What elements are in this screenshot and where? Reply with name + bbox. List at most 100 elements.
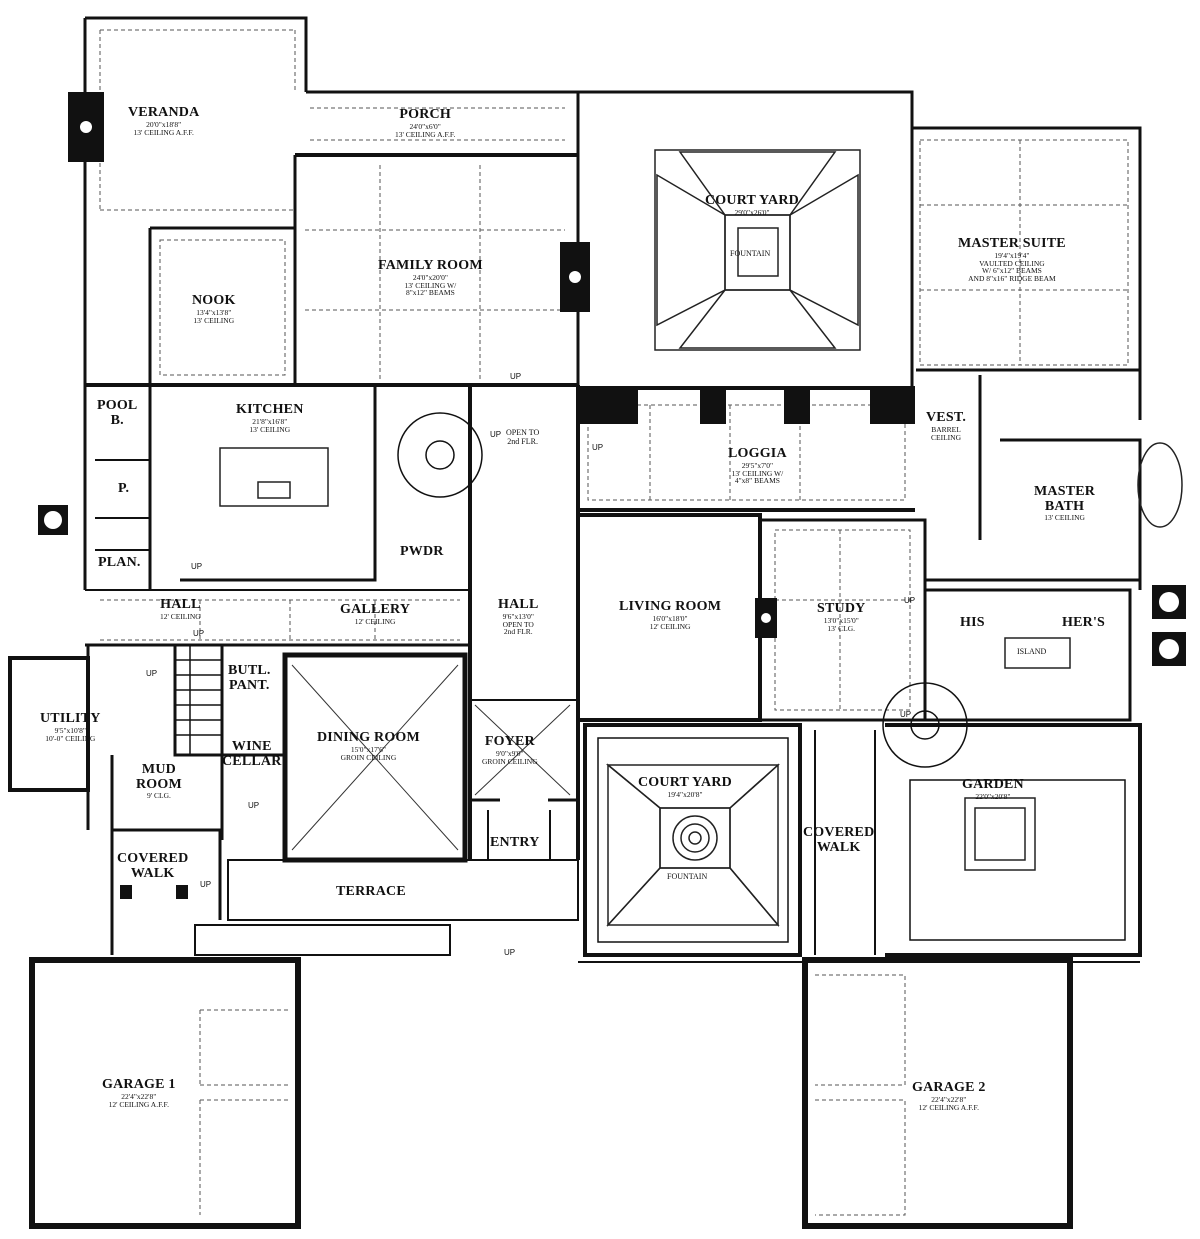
garage-2-name: GARAGE 2: [912, 1080, 986, 1095]
terrace-name: TERRACE: [336, 884, 406, 899]
porch-label: PORCH 24'0"x6'0" 13' CEILING A.F.F.: [395, 107, 456, 139]
veranda-name: VERANDA: [128, 105, 200, 120]
nook-dims: 13'4"x13'8": [196, 307, 232, 317]
dining-room-dims: 15'0"x17'6": [350, 744, 386, 754]
wine-cellar-label: WINE CELLAR: [222, 739, 282, 769]
loggia-name: LOGGIA: [728, 446, 787, 461]
open-to-line2: 2nd FLR.: [507, 436, 538, 446]
covered-walk-right-name: COVERED: [803, 825, 875, 840]
loggia-dims: 29'5"x7'0": [741, 460, 774, 470]
veranda-wall: [85, 16, 308, 92]
study-ceiling: 13' CLG.: [827, 623, 856, 633]
master-suite-ceiling3: AND 8"x16" RIDGE BEAM: [968, 274, 1056, 284]
garage-2-ceiling: 12' CEILING A.F.F.: [918, 1102, 979, 1112]
covered-walk-right-name2: WALK: [816, 839, 861, 855]
veranda-label: VERANDA 20'0"x18'8" 13' CEILING A.F.F.: [128, 105, 200, 137]
his-label: HIS: [960, 615, 985, 631]
garden-label: GARDEN 22'0"x20'8": [962, 777, 1024, 801]
master-bath-name2: BATH: [1044, 498, 1085, 514]
hers-label: HER'S: [1062, 615, 1105, 631]
courtyard-top-fountain: FOUNTAIN: [730, 249, 771, 258]
vest-ceiling: BARREL: [931, 424, 961, 434]
hall-center-line2: 2nd FLR.: [503, 627, 533, 637]
mud-room-name2: ROOM: [136, 776, 182, 792]
up-marker: UP: [592, 443, 604, 452]
up-marker: UP: [504, 948, 516, 957]
dining-room-ceiling: GROIN CEILING: [340, 752, 397, 762]
master-suite-ceiling2: W/ 6"x12" BEAMS: [981, 266, 1042, 276]
terrace-label: TERRACE: [336, 884, 406, 900]
pantry-label: P.: [118, 481, 130, 497]
utility-label: UTILITY 9'5"x10'8" 10'-0" CEILING: [40, 711, 101, 742]
plan-name: PLAN.: [98, 555, 141, 570]
mud-room-name: MUD: [141, 762, 176, 777]
porch-dims: 24'0"x6'0": [409, 121, 441, 131]
pantry-name: P.: [118, 481, 130, 496]
up-marker: UP: [904, 596, 916, 605]
family-room-label: FAMILY ROOM 24'0"x20'0" 13' CEILING W/ 8…: [378, 258, 483, 297]
courtyard-bottom-fountain: FOUNTAIN: [667, 872, 708, 881]
garage-1-name: GARAGE 1: [102, 1077, 176, 1092]
covered-walk-left-label: COVERED WALK: [117, 851, 189, 881]
master-suite-label: MASTER SUITE 19'4"x19'4" VAULTED CEILING…: [958, 236, 1066, 284]
hall-left-ceiling: 12' CEILING: [160, 611, 201, 621]
courtyard-top-label: COURT YARD 29'0"x26'0": [705, 193, 799, 217]
utility-name: UTILITY: [40, 711, 101, 726]
covered-walk-left-name2: WALK: [130, 865, 175, 881]
butl-pant-name2: PANT.: [229, 677, 270, 693]
garden-dims: 22'0"x20'8": [975, 791, 1011, 801]
living-room-dims: 16'0"x18'0": [652, 613, 688, 623]
garage-2-dims: 22'4"x22'8": [931, 1094, 967, 1104]
courtyard-bottom-label: COURT YARD 19'4"x20'8": [638, 775, 732, 799]
hall-center-name: HALL: [498, 597, 539, 612]
courtyard-top-dims: 29'0"x26'0": [734, 207, 770, 217]
pwdr-name: PWDR: [400, 544, 444, 559]
kitchen-name: KITCHEN: [236, 402, 304, 417]
courtyard-bottom-dims: 19'4"x20'8": [667, 789, 703, 799]
hall-left-name: HALL: [160, 597, 201, 612]
up-marker: UP: [191, 562, 203, 571]
kitchen-dims: 21'8"x16'8": [252, 416, 288, 426]
up-marker: UP: [146, 669, 158, 678]
up-marker: UP: [248, 801, 260, 810]
loggia-ceiling: 13' CEILING W/: [731, 468, 784, 478]
nook-ceiling: 13' CEILING: [193, 315, 235, 325]
up-marker: UP: [490, 430, 502, 439]
garage-1-ceiling: 12' CEILING A.F.F.: [108, 1099, 169, 1109]
pool-bath-label: POOL B.: [97, 398, 137, 428]
plan-label: PLAN.: [98, 555, 141, 571]
kitchen-ceiling: 13' CEILING: [249, 424, 291, 434]
wine-cellar-name2: CELLAR: [222, 753, 282, 769]
family-room-dims: 24'0"x20'0": [412, 272, 448, 282]
family-room-ceiling: 13' CEILING W/: [404, 280, 457, 290]
up-marker: UP: [200, 880, 212, 889]
veranda-ceiling: 13' CEILING A.F.F.: [133, 127, 194, 137]
gallery-label: GALLERY 12' CEILING: [340, 602, 410, 626]
utility-dims: 9'5"x10'8": [54, 725, 86, 735]
island-label: ISLAND: [1017, 647, 1047, 656]
entry-name: ENTRY: [490, 835, 540, 850]
study-dims: 13'0"x15'0": [823, 615, 859, 625]
foyer-name: FOYER: [484, 734, 535, 749]
kitchen-label: KITCHEN 21'8"x16'8" 13' CEILING: [236, 402, 304, 434]
courtyard-top-name: COURT YARD: [705, 193, 799, 208]
garage-2-label: GARAGE 2 22'4"x22'8" 12' CEILING A.F.F.: [912, 1080, 986, 1112]
porch-ceiling: 13' CEILING A.F.F.: [395, 129, 456, 139]
study-label: STUDY 13'0"x15'0" 13' CLG.: [817, 601, 866, 633]
up-marker: UP: [193, 629, 205, 638]
study-name: STUDY: [817, 601, 866, 616]
living-room-name: LIVING ROOM: [619, 599, 722, 614]
nook-name: NOOK: [192, 293, 236, 308]
master-bath-name: MASTER: [1034, 484, 1096, 499]
up-marker: UP: [900, 710, 912, 719]
wine-cellar-name: WINE: [231, 739, 272, 754]
dining-room-label: DINING ROOM 15'0"x17'6" GROIN CEILING: [317, 730, 420, 762]
foyer-ceiling: GROIN CEILING: [482, 756, 538, 766]
up-marker: UP: [510, 372, 522, 381]
porch-name: PORCH: [399, 107, 451, 122]
vest-ceiling2: CEILING: [931, 432, 962, 442]
covered-walk-left-name: COVERED: [117, 851, 189, 866]
covered-walk-right-label: COVERED WALK: [803, 825, 875, 855]
master-suite-dims: 19'4"x19'4": [994, 250, 1030, 260]
